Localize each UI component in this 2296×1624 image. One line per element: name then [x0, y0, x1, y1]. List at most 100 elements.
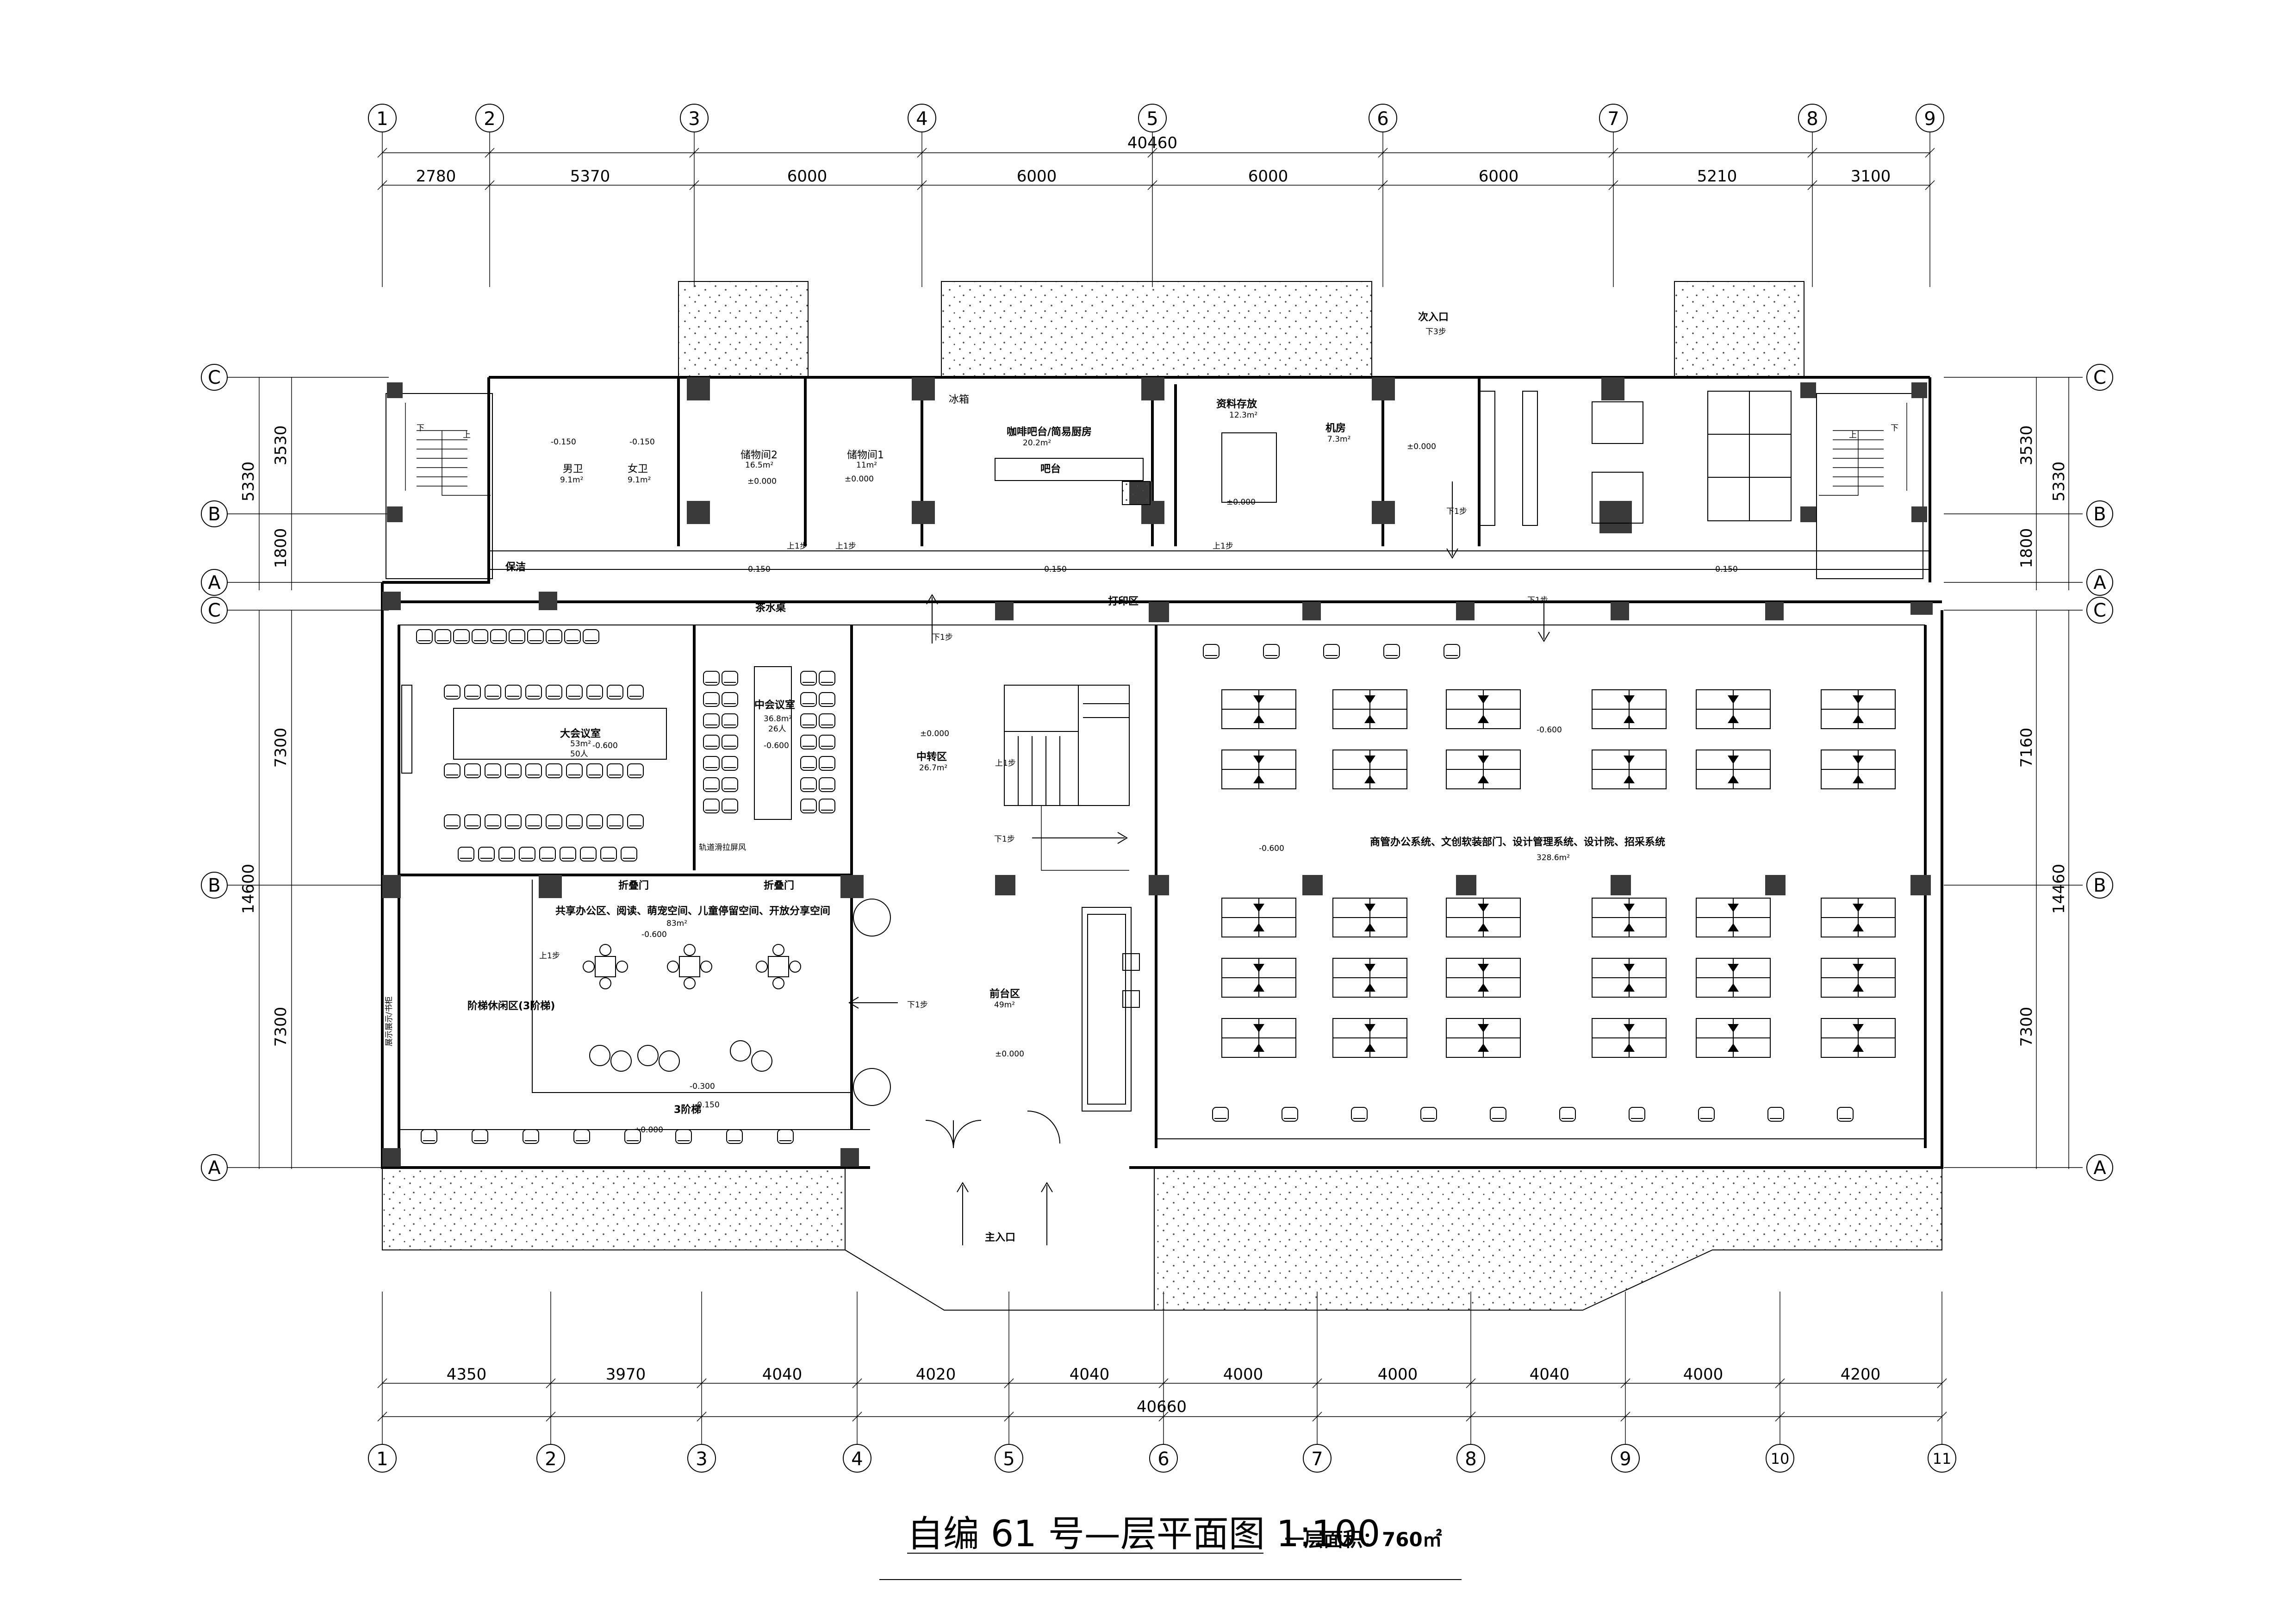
- big-meeting-chair: [509, 629, 525, 644]
- office-desk-cluster: [1821, 689, 1896, 729]
- mid-meeting-chair: [800, 713, 817, 728]
- svg-text:3: 3: [696, 1449, 707, 1470]
- svg-text:B: B: [208, 504, 220, 525]
- mid-meeting-chair: [819, 671, 835, 686]
- right-dim-lower-2: 7300: [2017, 1007, 2036, 1047]
- axis-bubble-top-2: 2: [475, 104, 504, 132]
- top-right-furniture: [1122, 391, 1792, 526]
- mid-meeting-table: [754, 666, 792, 820]
- dimension-tick-mark: [1620, 1378, 1630, 1388]
- axis-bubble-left-B2: B: [201, 872, 228, 899]
- big-meeting-chair: [607, 814, 623, 829]
- axis-bubble-top-7: 7: [1599, 104, 1628, 132]
- dimension-tick-mark: [1158, 1378, 1169, 1388]
- axis-bubble-bottom-11: 11: [1928, 1444, 1956, 1473]
- big-meeting-chair: [627, 685, 644, 700]
- office-desk-cluster: [1332, 750, 1407, 789]
- big-meeting-chair: [607, 763, 623, 778]
- big-meeting-chair: [505, 814, 522, 829]
- level-mid-meeting: -0.600: [764, 741, 789, 750]
- left-dim-lower-2: 7300: [272, 1007, 290, 1047]
- svg-text:5: 5: [1146, 108, 1158, 130]
- svg-text:C: C: [208, 367, 221, 388]
- axis-bubble-bottom-10: 10: [1766, 1444, 1794, 1473]
- dimension-tick-mark: [917, 148, 927, 158]
- big-meeting-chair: [472, 629, 488, 644]
- office-edge-chair: [1444, 644, 1460, 659]
- big-meeting-chair: [586, 814, 603, 829]
- office-edge-chair: [1323, 644, 1340, 659]
- dimension-tick-mark: [377, 180, 387, 190]
- big-meeting-chair: [583, 629, 599, 644]
- left-dim-lower-total: 14600: [239, 864, 258, 914]
- level-wc-male: -0.150: [551, 437, 576, 447]
- shared-round-tables: [583, 899, 891, 1106]
- level-wc-female: -0.150: [629, 437, 655, 447]
- bottom-total-dimension: 40660: [1137, 1398, 1187, 1416]
- axis-bubble-bottom-4: 4: [843, 1444, 871, 1473]
- dimension-tick-mark: [485, 180, 495, 190]
- bottom-dim-2: 3970: [606, 1365, 646, 1384]
- label-fold-door-2: 折叠门: [764, 880, 794, 892]
- mid-meeting-chair: [819, 692, 835, 707]
- axis-bubble-left-A1: A: [201, 569, 228, 596]
- svg-text:3: 3: [688, 108, 700, 130]
- big-meeting-chair: [566, 763, 583, 778]
- label-3steps: 3阶梯: [674, 1104, 701, 1116]
- dimension-tick-mark: [485, 148, 495, 158]
- label-male-wc-area: 9.1m²: [560, 475, 583, 485]
- dimension-tick-mark: [377, 148, 387, 158]
- dimension-tick-mark: [697, 1412, 707, 1422]
- bottom-axis-bubbles: 1 2 3 4 5 6 7 8 9 10 11: [368, 1444, 1956, 1473]
- axis-bubble-bottom-6: 6: [1149, 1444, 1178, 1473]
- entry-plaza-outline: [845, 1176, 1154, 1311]
- axis-bubble-bottom-2: 2: [536, 1444, 565, 1473]
- label-storage2-area: 16.5m²: [745, 461, 773, 470]
- dimension-tick-mark: [1158, 1412, 1169, 1422]
- big-meeting-chair: [600, 847, 617, 862]
- big-meeting-chair: [546, 814, 562, 829]
- big-meeting-chair: [580, 847, 597, 862]
- mid-meeting-chair: [722, 713, 738, 728]
- svg-text:6: 6: [1157, 1449, 1169, 1470]
- bottom-dim-7: 4000: [1378, 1365, 1418, 1384]
- svg-text:8: 8: [1465, 1449, 1476, 1470]
- office-edge-chair: [1203, 644, 1220, 659]
- stair-right: [1816, 393, 1923, 579]
- label-cafe-area: 20.2m²: [1023, 438, 1051, 448]
- dimension-tick-mark: [1608, 180, 1618, 190]
- axis-bubble-left-B1: B: [201, 500, 228, 527]
- down1-office: 下1步: [1527, 596, 1548, 605]
- svg-text:A: A: [2093, 1157, 2106, 1179]
- big-meeting-chair: [525, 685, 542, 700]
- office-desk-cluster: [1696, 750, 1771, 789]
- down1-side-entry: 下1步: [1446, 507, 1467, 516]
- dimension-tick-mark: [1466, 1412, 1476, 1422]
- label-stair-rest: 阶梯休闲区(3阶梯): [467, 1000, 555, 1012]
- level-storage1: ±0.000: [845, 475, 874, 484]
- axis-bubble-bottom-8: 8: [1456, 1444, 1485, 1473]
- floor-area: 一层面积：760㎡: [1285, 1528, 1442, 1551]
- axis-bubble-right-A2: A: [2086, 1154, 2113, 1181]
- level-shared: -0.600: [641, 930, 667, 939]
- office-edge-chair: [1629, 1107, 1645, 1122]
- level-3steps: -0.150: [694, 1100, 720, 1110]
- svg-text:1: 1: [376, 1449, 388, 1470]
- big-meeting-chair: [560, 847, 576, 862]
- mid-meeting-chair: [703, 692, 720, 707]
- big-meeting-chair: [464, 763, 481, 778]
- big-meeting-chair: [485, 685, 501, 700]
- level-storage2: ±0.000: [747, 477, 777, 486]
- mid-meeting-chair: [819, 756, 835, 771]
- office-desk-cluster: [1821, 750, 1896, 789]
- office-desk-cluster: [1592, 898, 1667, 937]
- big-meeting-chair: [453, 629, 470, 644]
- dimension-tick-mark: [1807, 148, 1817, 158]
- big-meeting-chair: [490, 629, 507, 644]
- level-bottom-left: ±0.000: [634, 1125, 663, 1135]
- office-desk-cluster: [1696, 958, 1771, 998]
- shared-bench-seat: [573, 1129, 590, 1144]
- office-desk-cluster: [1221, 958, 1296, 998]
- mid-meeting-chair: [703, 671, 720, 686]
- dimension-tick-mark: [689, 180, 699, 190]
